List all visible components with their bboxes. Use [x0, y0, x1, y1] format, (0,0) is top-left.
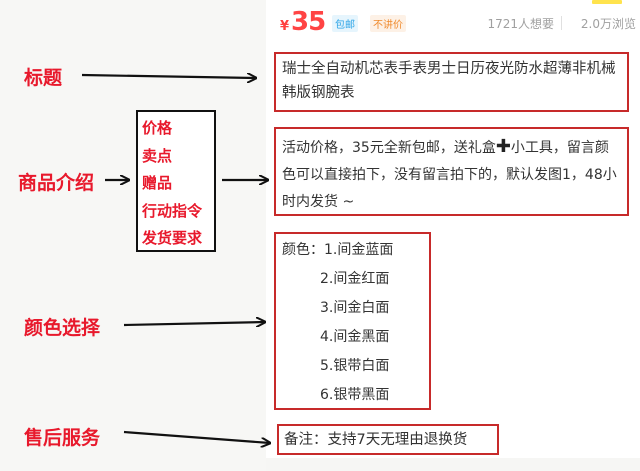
free-shipping-tag: 包邮: [332, 15, 358, 32]
product-title: 瑞士全自动机芯表手表男士日历夜光防水超薄非机械韩版钢腕表: [282, 61, 616, 101]
color-box: 颜色：1.间金蓝面 2.间金红面 3.间金白面 4.间金黑面 5.银带白面 6.…: [274, 232, 431, 410]
after-sales-box: 备注：支持7天无理由退换货: [277, 424, 499, 455]
color-option: 4.间金黑面: [320, 329, 390, 345]
no-bargain-tag: 不讲价: [370, 15, 406, 32]
price: 35: [291, 7, 326, 37]
color-label: 颜色：: [282, 242, 324, 258]
annotation-title: 标题: [24, 67, 63, 89]
intro-key: 赠品: [142, 174, 173, 192]
annotation-after-sales: 售后服务: [24, 427, 101, 449]
currency-symbol: ¥: [280, 19, 290, 34]
annotation-color: 颜色选择: [24, 317, 101, 339]
color-option: 2.间金红面: [320, 271, 390, 287]
annotation-intro: 商品介绍: [18, 172, 95, 194]
arrow-title: [81, 75, 256, 78]
intro-key: 卖点: [142, 146, 173, 165]
color-option: 3.间金白面: [320, 300, 390, 316]
intro-text-2: 小工具，留言颜色可以直接拍下，没有留言拍下的，默认发图1，48小时内发货 ~: [282, 140, 617, 210]
views-count: 2.0万浏览: [580, 17, 636, 31]
intro-key: 行动指令: [142, 201, 203, 220]
color-option: 6.银带黑面: [320, 387, 390, 403]
plus-icon: ✚: [495, 136, 511, 157]
screenshot-bottom-edge: [266, 458, 640, 471]
intro-key: 发货要求: [142, 229, 203, 247]
wants-count: 1721人想要: [487, 17, 554, 31]
after-sales-note: 备注：支持7天无理由退换货: [284, 432, 468, 448]
intro-text-1: 活动价格，35元全新包邮，送礼盒: [282, 140, 496, 156]
color-option: 颜色：1.间金蓝面: [282, 242, 394, 258]
top-badge: [592, 0, 622, 4]
divider: [561, 16, 562, 30]
title-box: 瑞士全自动机芯表手表男士日历夜光防水超薄非机械韩版钢腕表: [274, 52, 629, 112]
price-bar: ¥ 35 包邮 不讲价 1721人想要 2.0万浏览: [276, 7, 640, 37]
product-intro: 活动价格，35元全新包邮，送礼盒✚小工具，留言颜色可以直接拍下，没有留言拍下的，…: [282, 133, 621, 216]
intro-keys-box: 价格 卖点 赠品 行动指令 发货要求: [136, 110, 216, 252]
intro-box: 活动价格，35元全新包邮，送礼盒✚小工具，留言颜色可以直接拍下，没有留言拍下的，…: [274, 127, 629, 216]
color-option: 5.银带白面: [320, 358, 390, 374]
arrow-after-sales: [123, 430, 270, 443]
arrow-color: [123, 322, 265, 325]
intro-key: 价格: [142, 119, 173, 137]
